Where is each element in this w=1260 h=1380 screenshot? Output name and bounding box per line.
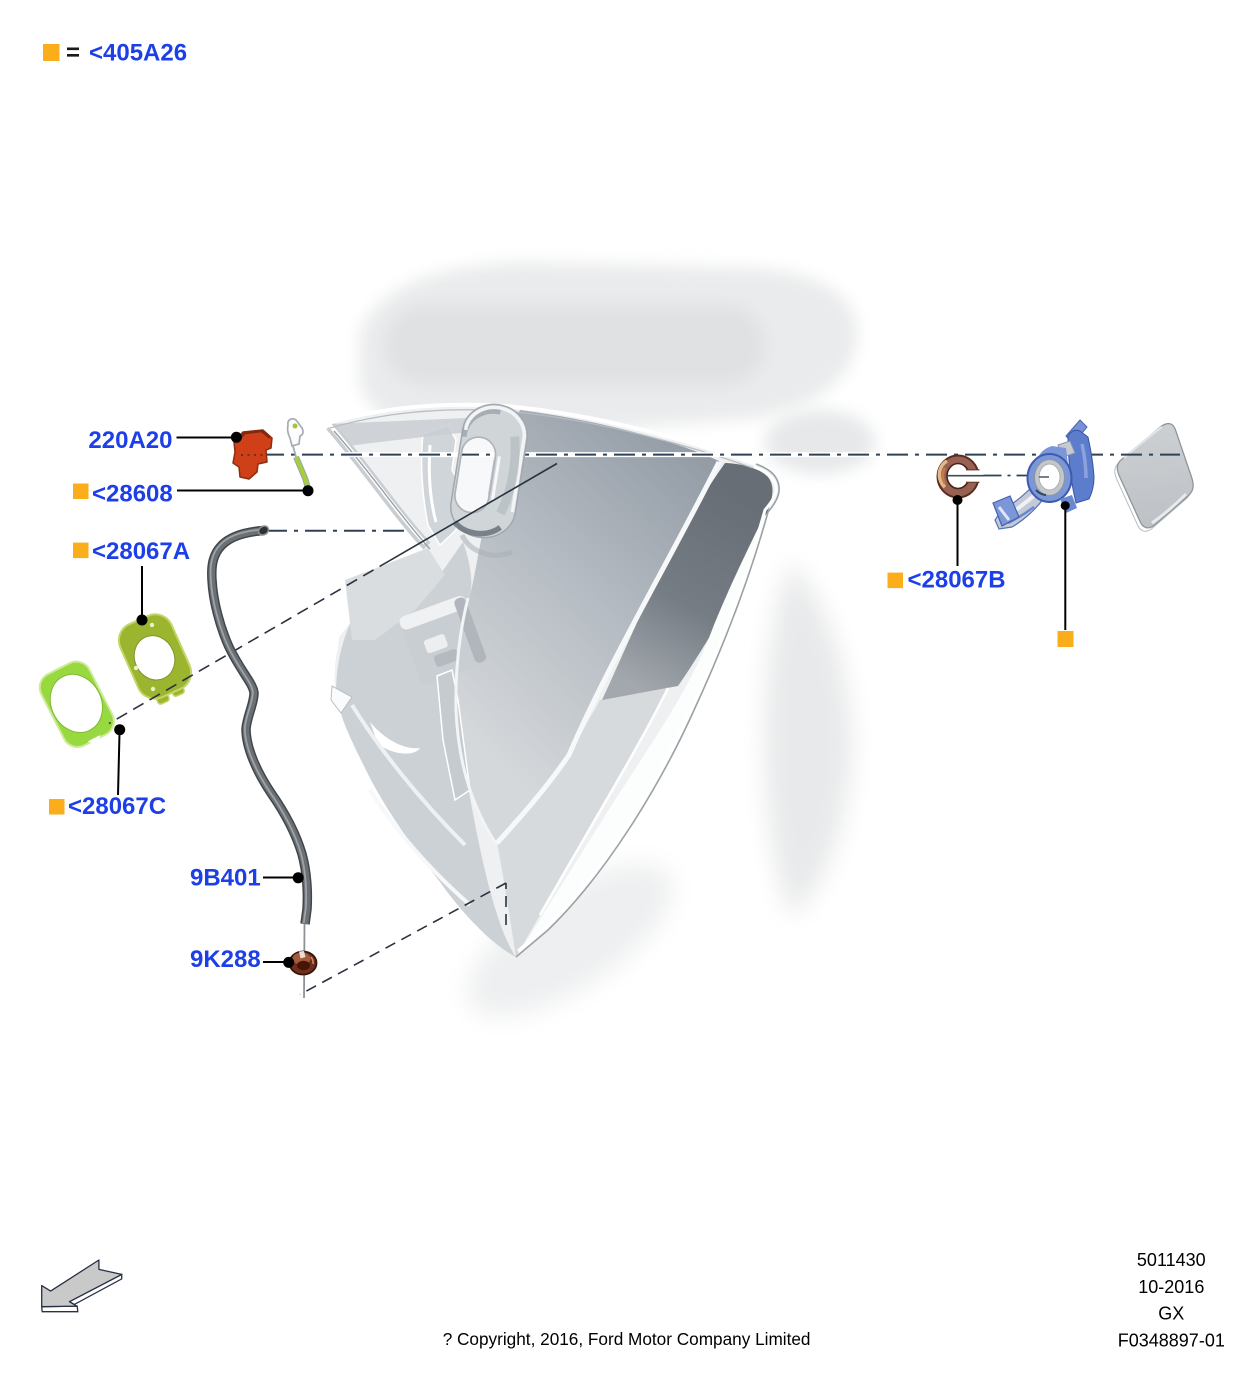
svg-text:F0348897-01: F0348897-01 — [1118, 1331, 1225, 1351]
svg-text:? Copyright, 2016, Ford Motor: ? Copyright, 2016, Ford Motor Company Li… — [443, 1329, 811, 1349]
svg-text:<28067A: <28067A — [92, 538, 190, 565]
svg-text:220A20: 220A20 — [88, 427, 172, 454]
svg-text:9K288: 9K288 — [190, 946, 261, 973]
svg-text:10-2016: 10-2016 — [1138, 1277, 1204, 1297]
svg-text:<28067C: <28067C — [68, 793, 166, 820]
svg-text:GX: GX — [1158, 1304, 1184, 1324]
svg-text:5011430: 5011430 — [1137, 1250, 1206, 1270]
svg-text:<405A26: <405A26 — [89, 40, 187, 67]
svg-text:<28608: <28608 — [92, 481, 173, 508]
svg-text:9B401: 9B401 — [190, 865, 261, 892]
svg-text:=: = — [66, 40, 80, 67]
svg-text:<28067B: <28067B — [908, 567, 1006, 594]
